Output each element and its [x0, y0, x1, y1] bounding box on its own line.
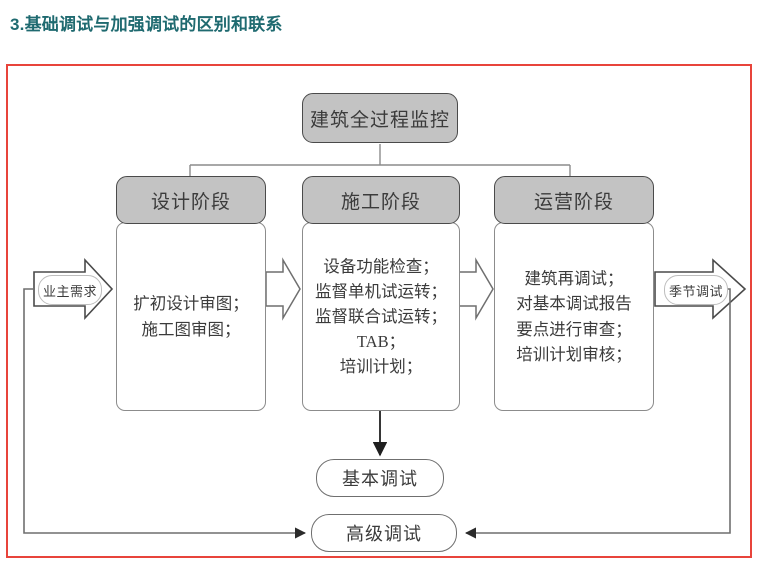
stage-header-operation[interactable]: 运营阶段 [494, 176, 654, 224]
stage-item: 要点进行审查； [516, 319, 632, 339]
input-arrow-label: 业主需求 [42, 283, 97, 299]
stage-item: 设备功能检查； [323, 256, 439, 276]
stage-header-construction[interactable]: 施工阶段 [302, 176, 460, 224]
stage-item: TAB； [356, 332, 406, 352]
output-arrow-label: 季节调试 [668, 283, 723, 299]
node-advanced-commissioning[interactable]: 高级调试 [311, 514, 457, 552]
stage-header-operation-label: 运营阶段 [533, 191, 614, 213]
node-basic-commissioning[interactable]: 基本调试 [316, 459, 444, 497]
output-arrow-label-pill[interactable]: 季节调试 [664, 275, 728, 305]
stage-header-design[interactable]: 设计阶段 [116, 176, 266, 224]
stage-item: 对基本调试报告 [516, 294, 632, 314]
node-advanced-commissioning-label: 高级调试 [346, 524, 422, 544]
node-overall-monitoring[interactable]: 建筑全过程监控 [302, 93, 458, 143]
stage-header-design-label: 设计阶段 [150, 191, 231, 213]
stage-item: 监督联合试运转； [315, 306, 447, 326]
stage-item: 施工图审图； [141, 319, 241, 339]
node-basic-commissioning-label: 基本调试 [342, 469, 418, 489]
stage-item: 建筑再调试； [524, 269, 624, 289]
stage-item: 监督单机试运转； [315, 281, 447, 301]
stage-body-construction[interactable]: 设备功能检查； 监督单机试运转； 监督联合试运转； TAB； 培训计划； [302, 222, 460, 411]
stage-item: 培训计划； [339, 357, 423, 377]
stage-item: 培训计划审核； [516, 344, 632, 364]
stage-item: 扩初设计审图； [133, 294, 249, 314]
stage-body-design[interactable]: 扩初设计审图； 施工图审图； [116, 222, 266, 411]
input-arrow-label-pill[interactable]: 业主需求 [38, 275, 102, 305]
stage-body-operation[interactable]: 建筑再调试； 对基本调试报告 要点进行审查； 培训计划审核； [494, 222, 654, 411]
node-overall-monitoring-label: 建筑全过程监控 [309, 109, 450, 131]
stage-header-construction-label: 施工阶段 [340, 191, 421, 213]
page-title: 3.基础调试与加强调试的区别和联系 [10, 15, 283, 34]
